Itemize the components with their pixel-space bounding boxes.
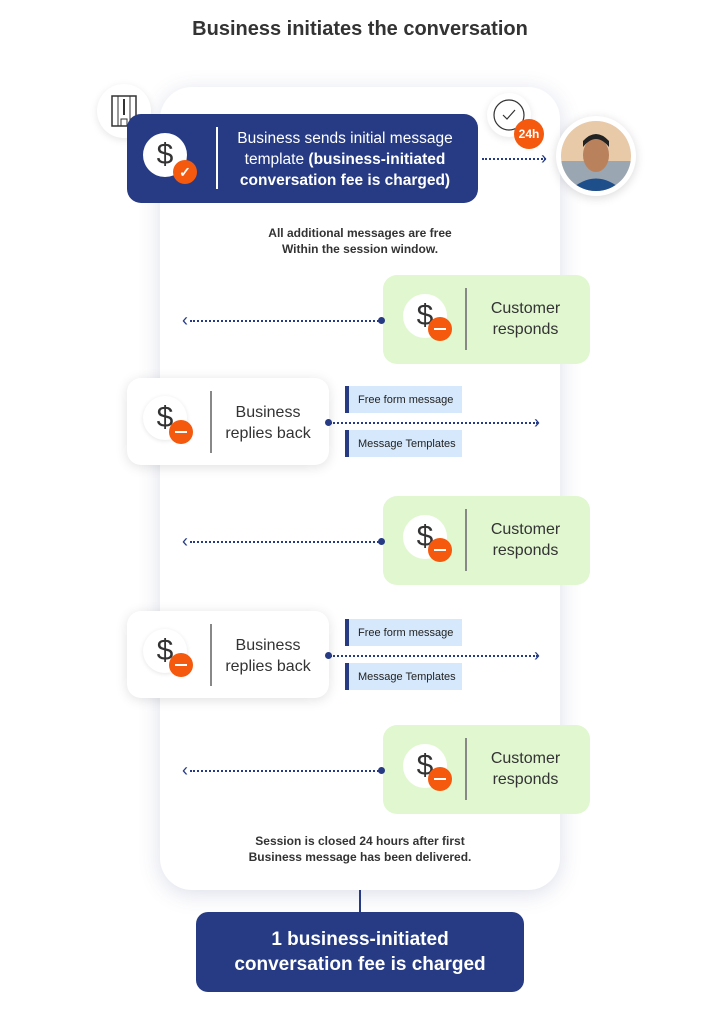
arrow-start-dot — [378, 317, 385, 324]
divider — [210, 624, 212, 686]
text-line: replies back — [225, 658, 311, 675]
text-line: Business message has been delivered. — [248, 850, 472, 864]
text-line: All additional messages are free — [268, 226, 452, 240]
divider — [465, 738, 467, 800]
text-line: responds — [492, 542, 559, 559]
minus-icon — [169, 653, 193, 677]
minus-icon — [428, 538, 452, 562]
tag-free-form-message: Free form message — [345, 386, 462, 413]
chevron-left-icon: ‹ — [182, 760, 188, 780]
text-line: responds — [492, 771, 559, 788]
chevron-left-icon: ‹ — [182, 531, 188, 551]
fee-summary-box: 1 business-initiated conversation fee is… — [196, 912, 524, 992]
customer-responds-text: Customer responds — [473, 519, 578, 561]
text-line: Business sends initial message — [237, 130, 453, 147]
chevron-right-icon: › — [541, 148, 547, 168]
text-bold: (business-initiated — [308, 151, 446, 168]
arrow-start-dot — [378, 767, 385, 774]
tag-message-templates: Message Templates — [345, 663, 462, 690]
dollar-icon: $ — [403, 744, 447, 788]
timer-badge: 24h — [514, 119, 544, 149]
text-line: Session is closed 24 hours after first — [255, 834, 465, 848]
arrow-line — [190, 320, 382, 322]
text-line: Customer — [490, 750, 561, 767]
customer-avatar — [556, 116, 636, 196]
minus-icon — [428, 317, 452, 341]
initial-message-text: Business sends initial message template … — [225, 128, 465, 191]
text-line: Within the session window. — [281, 242, 439, 256]
chevron-left-icon: ‹ — [182, 310, 188, 330]
check-icon: ✓ — [173, 160, 197, 184]
text-line: replies back — [225, 425, 311, 442]
customer-responds-text: Customer responds — [473, 298, 578, 340]
tag-free-form-message: Free form message — [345, 619, 462, 646]
divider — [210, 391, 212, 453]
arrow-start-dot — [325, 652, 332, 659]
arrow-start-dot — [378, 538, 385, 545]
text-line: responds — [492, 321, 559, 338]
text-line: template — [244, 151, 309, 168]
divider — [465, 509, 467, 571]
arrow-line — [190, 770, 382, 772]
chevron-right-icon: › — [534, 645, 540, 665]
text-line: conversation fee is charged — [234, 954, 486, 975]
text-line: Customer — [490, 300, 561, 317]
arrow-line — [330, 422, 538, 424]
arrow-start-dot — [325, 419, 332, 426]
divider — [216, 127, 218, 189]
text-line: Business — [235, 637, 301, 654]
business-replies-text: Business replies back — [217, 402, 319, 444]
arrow-line — [190, 541, 382, 543]
customer-responds-box: $ Customer responds — [383, 725, 590, 814]
business-replies-text: Business replies back — [217, 635, 319, 677]
note-session-closed: Session is closed 24 hours after first B… — [210, 833, 510, 865]
tag-message-templates: Message Templates — [345, 430, 462, 457]
page-title: Business initiates the conversation — [192, 18, 528, 40]
text-line: Business — [235, 404, 301, 421]
minus-icon — [428, 767, 452, 791]
arrow-line — [330, 655, 538, 657]
text-line: Customer — [490, 521, 561, 538]
connector-line — [359, 890, 361, 912]
text-line: conversation fee is charged) — [239, 172, 451, 189]
customer-responds-text: Customer responds — [473, 748, 578, 790]
divider — [465, 288, 467, 350]
arrow-line — [482, 158, 546, 160]
initial-message-box: $ ✓ Business sends initial message templ… — [127, 114, 478, 203]
text-line: 1 business-initiated — [271, 929, 449, 950]
note-free-messages: All additional messages are free Within … — [210, 225, 510, 257]
chevron-right-icon: › — [534, 412, 540, 432]
minus-icon — [169, 420, 193, 444]
